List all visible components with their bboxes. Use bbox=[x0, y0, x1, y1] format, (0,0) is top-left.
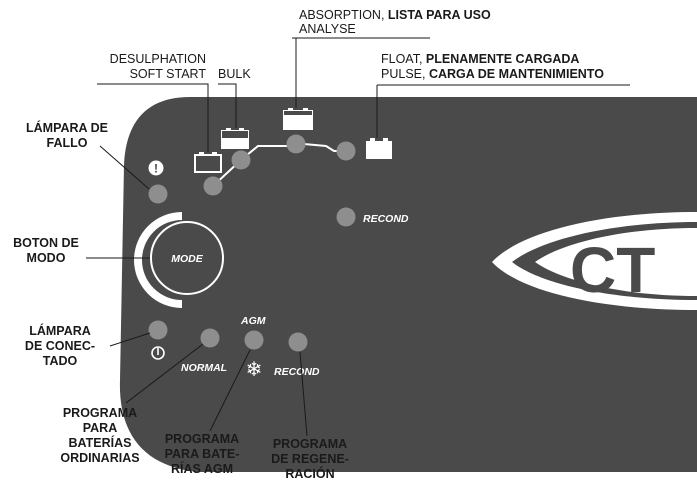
label-fault-lamp: LÁMPARA DE FALLO bbox=[14, 121, 120, 151]
mode-button-ring bbox=[134, 212, 183, 308]
agm-program-line-3: RÍAS AGM bbox=[170, 462, 234, 476]
led-desulphation bbox=[203, 176, 223, 196]
normal-program-line-3: BATERÍAS bbox=[68, 436, 132, 450]
normal-program-line-2: PARA bbox=[82, 421, 118, 435]
label-agm-program: PROGRAMA PARA BATE- RÍAS AGM bbox=[150, 432, 254, 477]
logo-text: CT bbox=[570, 234, 655, 306]
battery-icon-desulphation bbox=[194, 152, 222, 173]
agm-program-line-2: PARA BATE- bbox=[164, 447, 240, 461]
led-agm bbox=[244, 330, 264, 350]
battery-icon-bulk bbox=[221, 128, 249, 149]
bottom-leader-lines bbox=[125, 343, 308, 437]
label-absorption: ABSORPTION, LISTA PARA USO bbox=[299, 8, 491, 23]
connected-lamp-line-1: LÁMPARA bbox=[29, 324, 91, 338]
fault-lamp-line-1: LÁMPARA DE bbox=[26, 121, 108, 135]
label-soft-start: SOFT START bbox=[129, 67, 206, 81]
mode-button-line-2: MODO bbox=[26, 251, 66, 265]
left-leader-lines bbox=[86, 145, 151, 347]
fault-lamp-line-2: FALLO bbox=[46, 136, 88, 150]
connected-lamp-line-3: TADO bbox=[42, 354, 78, 368]
led-bulk bbox=[231, 150, 251, 170]
label-bulk: BULK bbox=[218, 67, 251, 81]
label-normal-program: PROGRAMA PARA BATERÍAS ORDINARIAS bbox=[44, 406, 156, 466]
recond-program-line-2: DE REGENE- bbox=[271, 452, 349, 466]
fault-symbol: ! bbox=[154, 162, 158, 176]
logo-mark: CT bbox=[492, 212, 697, 310]
mode-button[interactable] bbox=[150, 221, 224, 295]
label-pulse: PULSE, CARGA DE MANTENIMIENTO bbox=[381, 67, 604, 82]
connected-lamp-line-2: DE CONEC- bbox=[24, 339, 96, 353]
mode-button-line-1: BOTON DE bbox=[13, 236, 79, 250]
float-prefix: FLOAT, bbox=[381, 52, 426, 66]
label-float: FLOAT, PLENAMENTE CARGADA bbox=[381, 52, 579, 67]
recond-program-line-3: RACIÓN bbox=[285, 467, 335, 481]
recond-program-line-1: PROGRAMA bbox=[272, 437, 348, 451]
absorption-prefix: ABSORPTION, bbox=[299, 8, 388, 22]
led-connected bbox=[148, 320, 168, 340]
led-recond bbox=[336, 207, 356, 227]
led-float bbox=[336, 141, 356, 161]
label-mode-button: BOTON DE MODO bbox=[4, 236, 88, 266]
led-absorption bbox=[286, 134, 306, 154]
label-desulphation: DESULPHATION bbox=[109, 52, 206, 66]
float-bold: PLENAMENTE CARGADA bbox=[425, 52, 580, 66]
led-normal bbox=[200, 328, 220, 348]
battery-icon-float bbox=[366, 138, 392, 159]
pulse-bold: CARGA DE MANTENIMIENTO bbox=[428, 67, 604, 81]
label-recond-program: PROGRAMA DE REGENE- RACIÓN bbox=[258, 437, 362, 482]
top-leader-lines bbox=[97, 37, 630, 152]
recond-program-label: RECOND bbox=[274, 366, 320, 378]
power-icon bbox=[151, 346, 165, 360]
label-connected-lamp: LÁMPARA DE CONEC- TADO bbox=[10, 324, 110, 369]
normal-label: NORMAL bbox=[181, 362, 227, 374]
charger-panel bbox=[119, 97, 697, 472]
recond-indicator-label: RECOND bbox=[363, 213, 409, 225]
led-fault bbox=[148, 184, 168, 204]
battery-icon-absorption bbox=[283, 108, 313, 130]
led-recond-program bbox=[288, 332, 308, 352]
mode-button-text: MODE bbox=[171, 253, 203, 265]
fault-warning-icon: ! bbox=[148, 160, 164, 176]
snowflake-icon: ❄ bbox=[246, 357, 263, 381]
agm-label: AGM bbox=[240, 315, 266, 327]
absorption-bold: LISTA PARA USO bbox=[387, 8, 491, 22]
normal-program-line-4: ORDINARIAS bbox=[60, 451, 140, 465]
agm-program-line-1: PROGRAMA bbox=[164, 432, 240, 446]
label-analyse: ANALYSE bbox=[299, 22, 356, 36]
normal-program-line-1: PROGRAMA bbox=[62, 406, 138, 420]
pulse-prefix: PULSE, bbox=[381, 67, 429, 81]
